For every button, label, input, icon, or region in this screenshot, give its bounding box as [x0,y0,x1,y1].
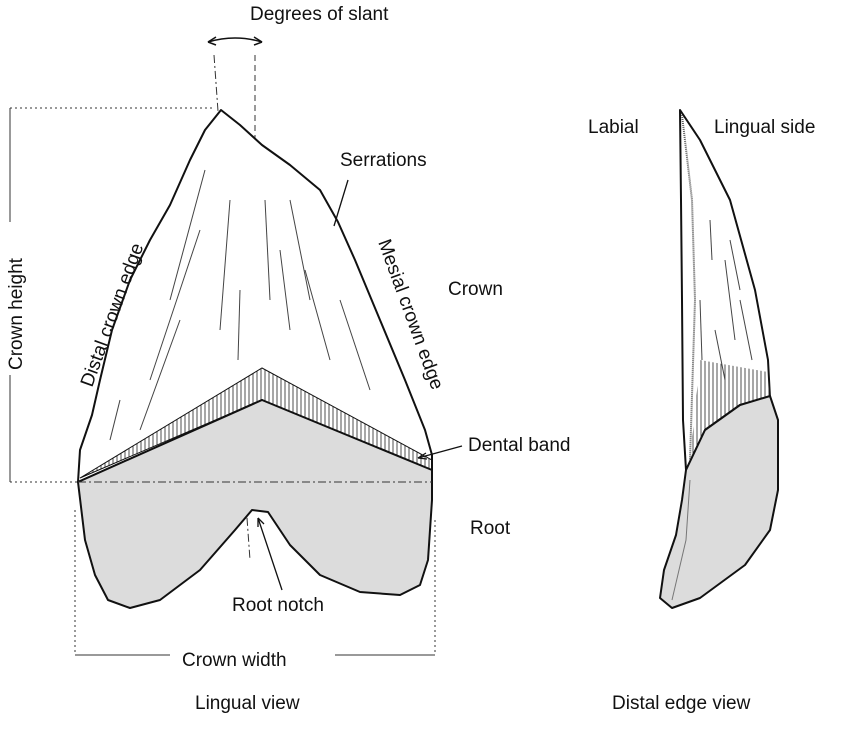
label-root-notch: Root notch [232,595,324,616]
crown-height-bracket [9,107,215,483]
label-lingual-view: Lingual view [195,693,300,714]
root-outline [77,399,433,609]
label-crown-height: Crown height [6,257,27,370]
dental-band-leader [417,445,463,459]
label-distal-edge-view: Distal edge view [612,693,751,714]
crown-texture [109,169,371,441]
label-crown-width: Crown width [182,650,287,671]
label-dental-band: Dental band [468,435,570,456]
label-root: Root [470,518,511,539]
slant-arrow [207,37,263,43]
crown-width-bracket [74,510,436,656]
lingual-view-tooth [77,36,433,609]
root-notch-leader [257,517,283,591]
label-degrees-of-slant: Degrees of slant [250,4,389,25]
distal-root-outline [659,395,779,609]
label-labial: Labial [588,117,639,138]
label-serrations: Serrations [340,150,427,171]
label-crown: Crown [448,279,503,300]
label-lingual-side: Lingual side [714,117,815,138]
distal-edge-view-tooth [659,109,779,609]
serrations-leader [333,179,349,227]
